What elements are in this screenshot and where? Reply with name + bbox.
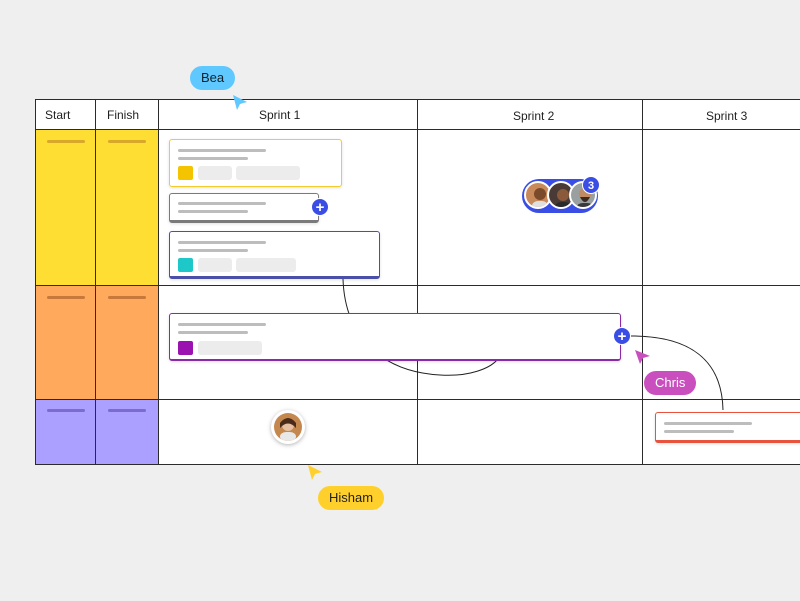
cursor-label-chris: Chris: [644, 371, 697, 395]
grid-col-4: [642, 99, 643, 465]
connector-curve-2: [630, 335, 724, 411]
card-color-tag: [178, 258, 193, 272]
card-text-line: [178, 323, 266, 326]
comment-avatar-bubble[interactable]: [271, 410, 305, 444]
grid-col-0: [35, 99, 36, 465]
card-color-tag: [178, 341, 193, 355]
row-2-start-cell[interactable]: [35, 286, 96, 400]
task-card[interactable]: [169, 193, 319, 223]
avatar: [274, 413, 302, 441]
card-field: [236, 166, 300, 180]
task-card[interactable]: [169, 231, 380, 279]
card-field: [198, 166, 232, 180]
row-2-start-line: [47, 296, 85, 299]
card-text-line: [664, 422, 752, 425]
card-color-tag: [178, 166, 193, 180]
row-3-start-line: [47, 409, 85, 412]
card-text-line: [178, 202, 266, 205]
card-field: [198, 341, 262, 355]
card-text-line: [178, 331, 248, 334]
grid-col-1: [95, 99, 96, 465]
task-card[interactable]: [169, 313, 621, 361]
comment-count-badge: 3: [582, 176, 600, 194]
row-1-start-line: [47, 140, 85, 143]
row-2-finish-cell[interactable]: [96, 286, 159, 400]
card-text-line: [178, 210, 248, 213]
row-3-finish-line: [108, 409, 146, 412]
row-1-finish-cell[interactable]: [96, 130, 159, 286]
card-text-line: [178, 241, 266, 244]
row-2-finish-line: [108, 296, 146, 299]
card-text-line: [178, 157, 248, 160]
grid-col-2: [158, 99, 159, 465]
task-card[interactable]: [655, 412, 800, 443]
card-field: [236, 258, 296, 272]
card-field: [198, 258, 232, 272]
column-header-sprint-3[interactable]: Sprint 3: [706, 109, 748, 123]
column-header-sprint-1[interactable]: Sprint 1: [259, 108, 301, 122]
cursor-chris-icon: [635, 350, 650, 364]
cursor-label-hisham: Hisham: [318, 486, 385, 510]
row-1-start-cell[interactable]: [35, 130, 96, 286]
card-text-line: [664, 430, 734, 433]
task-card[interactable]: [169, 139, 342, 187]
column-header-sprint-2[interactable]: Sprint 2: [513, 109, 555, 123]
cursor-label-bea: Bea: [190, 66, 236, 90]
avatar: [547, 181, 575, 209]
column-header-finish[interactable]: Finish: [107, 108, 140, 122]
grid-col-3: [417, 99, 418, 465]
card-text-line: [178, 149, 266, 152]
row-1-finish-line: [108, 140, 146, 143]
cursor-hisham-icon: [308, 465, 322, 480]
cursor-bea-icon: [233, 95, 247, 110]
column-header-start[interactable]: Start: [45, 108, 71, 122]
add-connection-button[interactable]: +: [311, 198, 329, 216]
card-text-line: [178, 249, 248, 252]
add-connection-button[interactable]: +: [613, 327, 631, 345]
